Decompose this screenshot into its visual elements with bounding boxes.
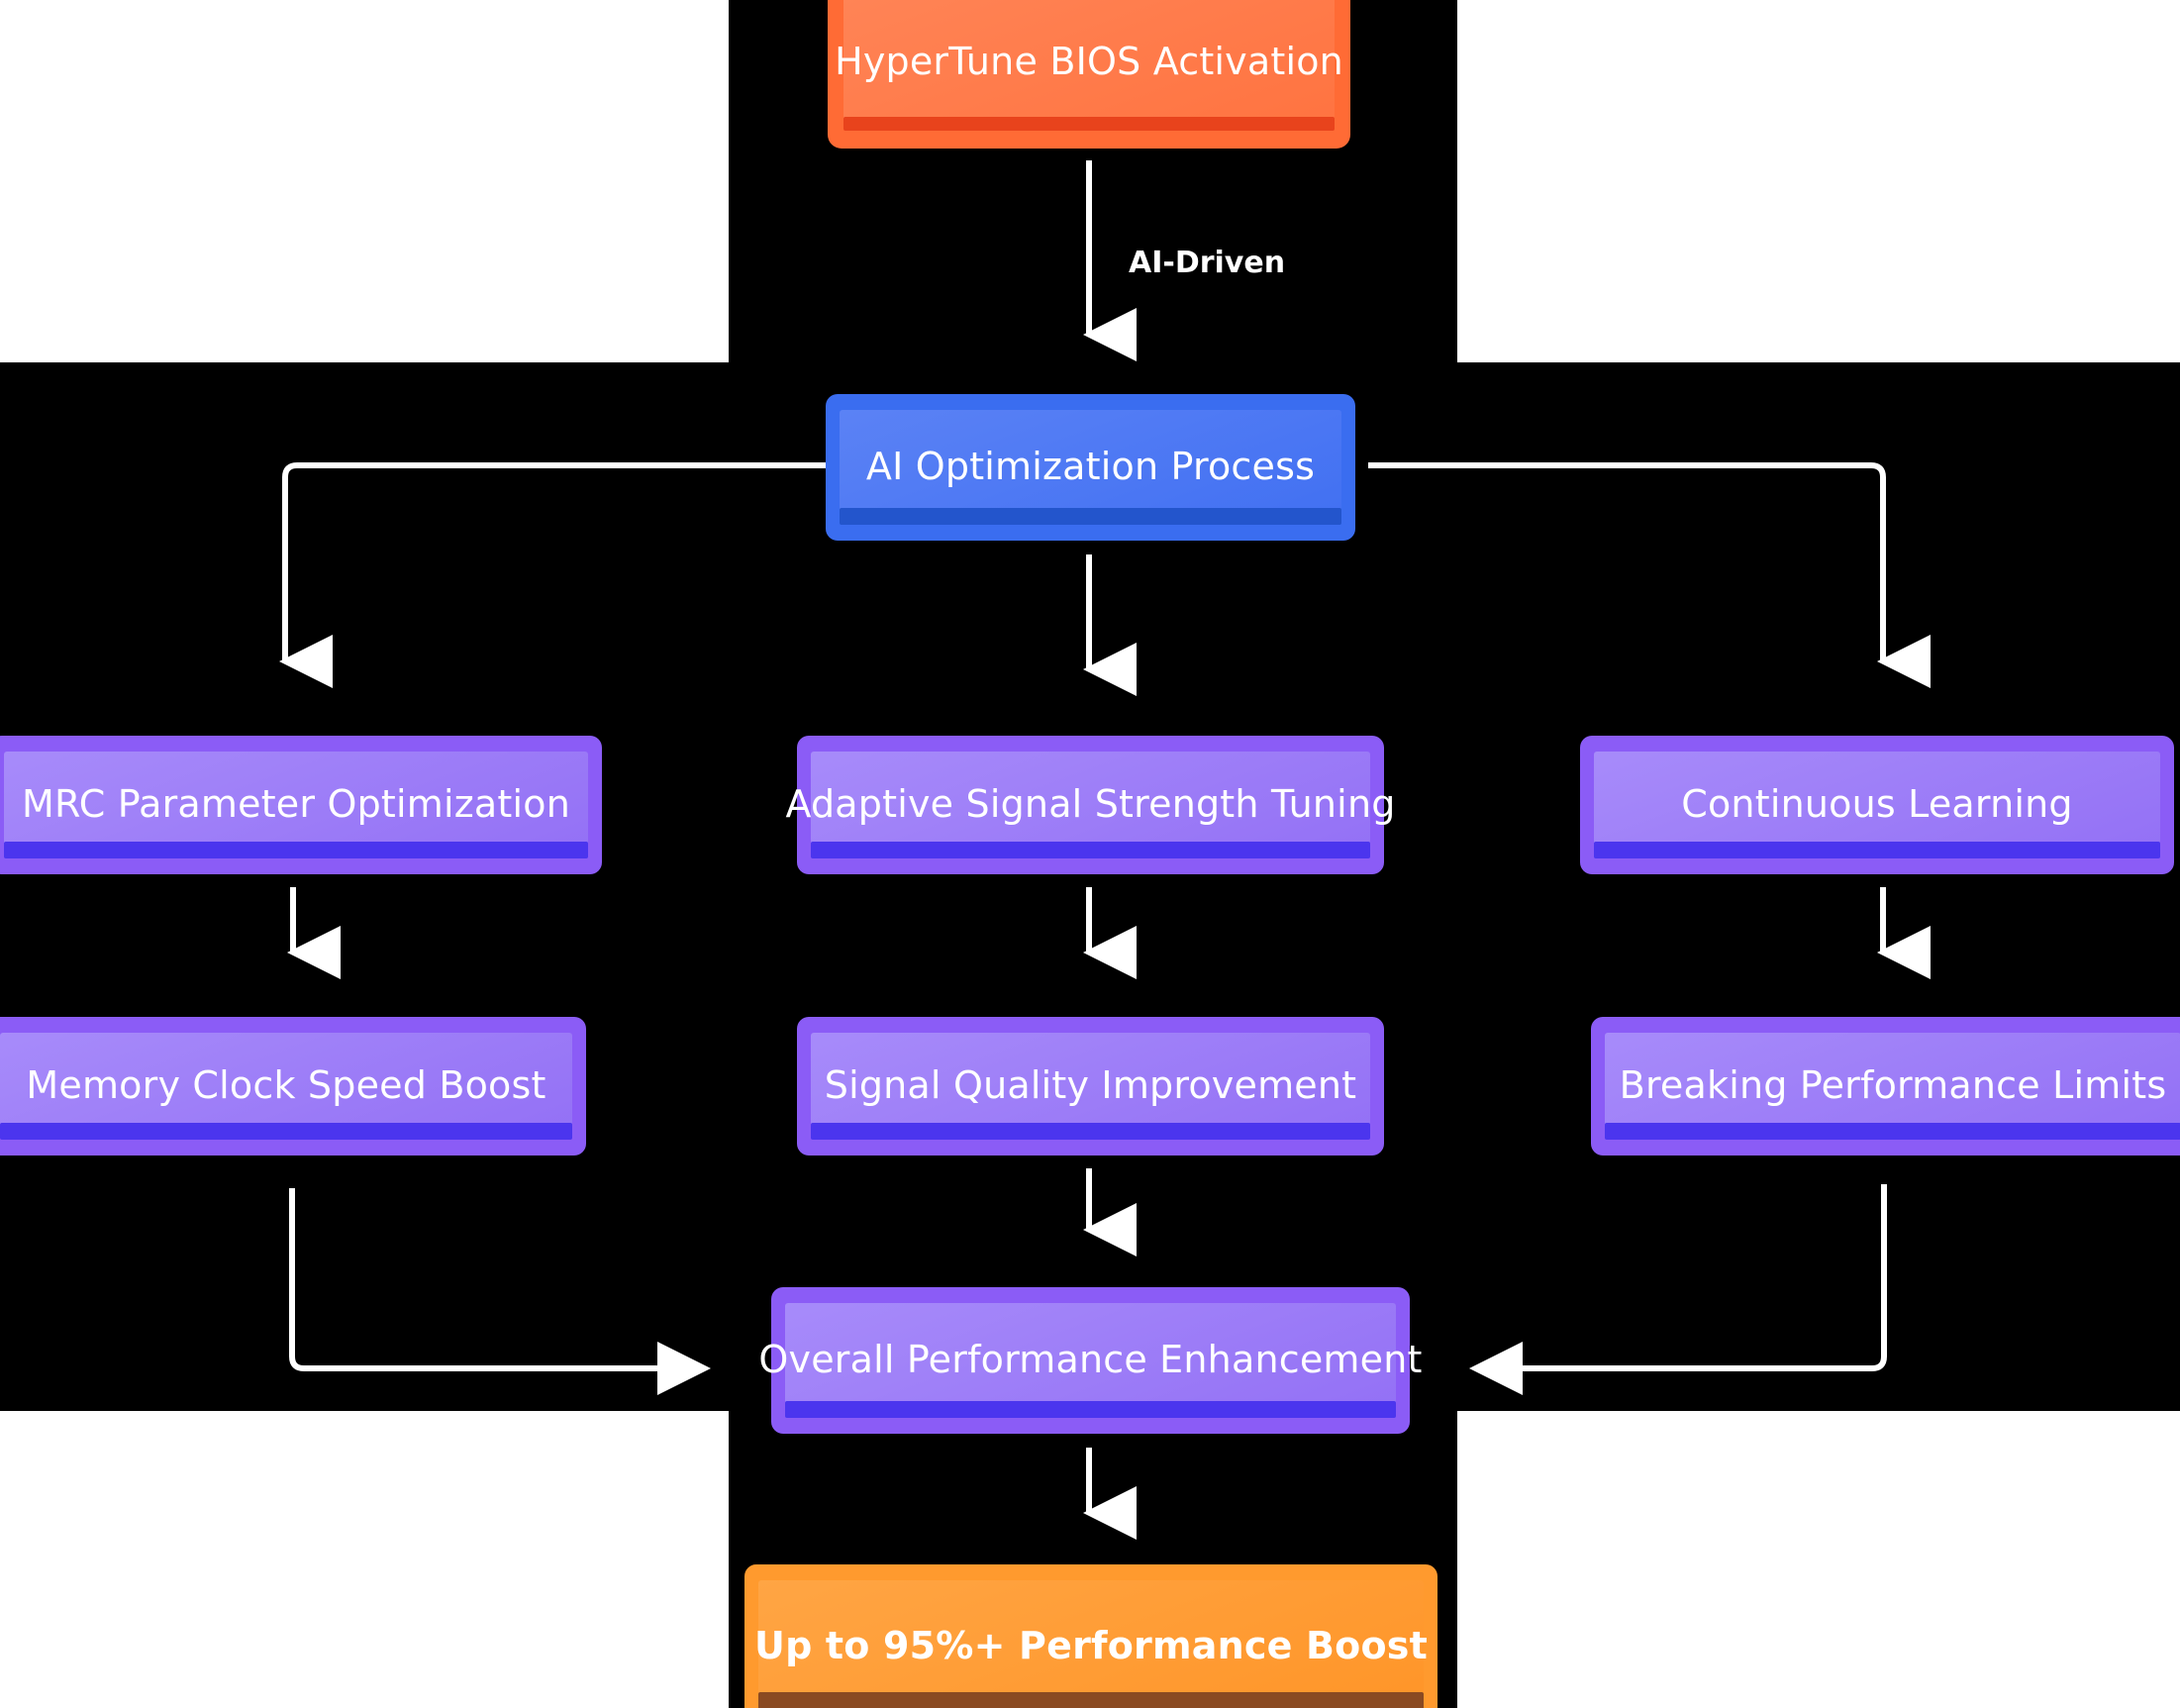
node-accent-bar xyxy=(0,1123,572,1140)
node-inner-panel xyxy=(811,1033,1370,1140)
node-label: Overall Performance Enhancement xyxy=(758,1338,1423,1382)
node-memory-clock-speed-boost[interactable]: Memory Clock Speed Boost xyxy=(0,1017,586,1155)
node-label: Memory Clock Speed Boost xyxy=(26,1063,546,1108)
node-breaking-performance-limits[interactable]: Breaking Performance Limits xyxy=(1591,1017,2180,1155)
node-inner-panel xyxy=(840,410,1341,525)
node-accent-bar xyxy=(1605,1123,2180,1140)
node-label: Up to 95%+ Performance Boost xyxy=(754,1623,1428,1667)
node-inner-panel xyxy=(1605,1033,2180,1140)
node-up-to-95-performance-boost[interactable]: Up to 95%+ Performance Boost xyxy=(744,1564,1437,1708)
node-label: AI Optimization Process xyxy=(865,445,1316,489)
node-label: Breaking Performance Limits xyxy=(1619,1063,2167,1108)
node-accent-bar xyxy=(811,1123,1370,1140)
node-inner-panel xyxy=(758,1580,1424,1708)
node-accent-bar xyxy=(840,508,1341,525)
node-inner-panel xyxy=(1594,752,2160,858)
node-inner-panel xyxy=(785,1303,1396,1418)
node-mrc-parameter-optimization[interactable]: MRC Parameter Optimization xyxy=(0,736,602,874)
node-continuous-learning[interactable]: Continuous Learning xyxy=(1580,736,2174,874)
node-signal-quality-improvement[interactable]: Signal Quality Improvement xyxy=(797,1017,1384,1155)
node-accent-bar xyxy=(4,842,588,858)
node-overall-performance-enhancement[interactable]: Overall Performance Enhancement xyxy=(758,1287,1422,1434)
edge-label-ai-driven: AI-Driven xyxy=(1129,246,1286,280)
node-accent-bar xyxy=(811,842,1370,858)
node-accent-bar xyxy=(758,1692,1424,1708)
node-label: HyperTune BIOS Activation xyxy=(835,40,1343,84)
node-label: Continuous Learning xyxy=(1681,782,2073,827)
node-accent-bar xyxy=(785,1401,1396,1418)
node-label: Adaptive Signal Strength Tuning xyxy=(785,782,1396,827)
node-hypertune-bios-activation[interactable]: HyperTune BIOS Activation xyxy=(830,0,1348,147)
node-ai-optimization-process[interactable]: AI Optimization Process xyxy=(826,394,1355,541)
node-accent-bar xyxy=(843,117,1335,131)
node-adaptive-signal-strength-tuning[interactable]: Adaptive Signal Strength Tuning xyxy=(785,736,1395,874)
node-accent-bar xyxy=(1594,842,2160,858)
node-inner-panel xyxy=(811,752,1370,858)
node-label: MRC Parameter Optimization xyxy=(22,782,570,827)
node-label: Signal Quality Improvement xyxy=(824,1063,1357,1108)
node-inner-panel xyxy=(0,1033,572,1140)
node-inner-panel xyxy=(4,752,588,858)
node-inner-panel xyxy=(843,0,1335,131)
